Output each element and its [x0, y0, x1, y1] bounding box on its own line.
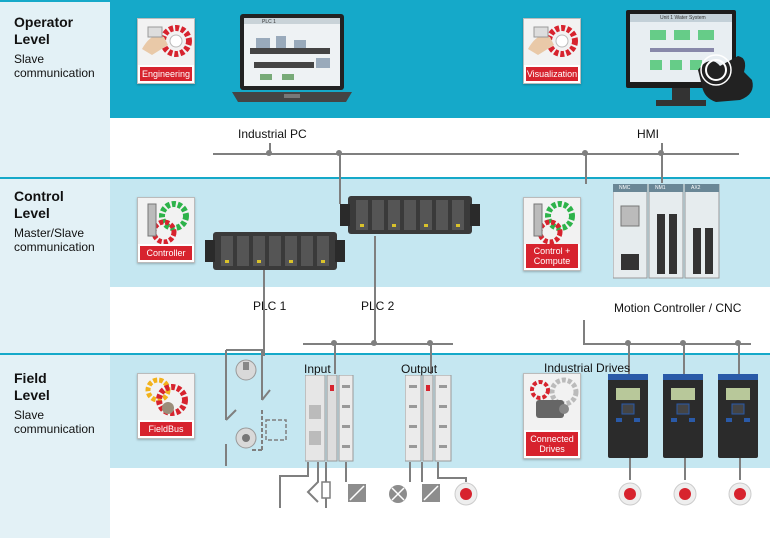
engineering-hand-gear-icon [138, 19, 194, 65]
plc2-uplink [339, 154, 341, 204]
operator-level-subtitle: Slave communication [14, 52, 95, 80]
motion-uplink [585, 154, 587, 184]
drive2-drop [683, 344, 685, 374]
visualization-label: Visualization [526, 67, 578, 81]
engineering-label: Engineering [140, 67, 192, 81]
pc-screen-title: PLC 1 [262, 19, 276, 25]
plc2-rack-icon [340, 196, 480, 234]
bus-node [625, 340, 631, 346]
bus-node [680, 340, 686, 346]
io-field-devices [279, 462, 478, 508]
bus-node [427, 340, 433, 346]
bus-node [582, 150, 588, 156]
hmi-monitor-icon [626, 10, 753, 106]
separator [0, 353, 770, 355]
operator-bus [213, 153, 739, 155]
motion-module-2: NM1 [655, 185, 666, 191]
input-module-icon [305, 375, 354, 462]
fieldbus-gears-icon [138, 374, 194, 420]
output-label: Output [401, 362, 438, 376]
bus-node [658, 150, 664, 156]
industrial-pc-label: Industrial PC [238, 127, 307, 141]
drives-icon [608, 374, 758, 458]
motion-module-3: AX2 [691, 185, 701, 191]
connected-drives-motor-icon [524, 374, 580, 430]
field-level-title: Field Level [14, 370, 50, 403]
fieldbus-badge: FieldBus [137, 373, 195, 439]
bus-node [371, 340, 377, 346]
hmi-screen-title: Unit 1 Water System [660, 15, 706, 21]
output-drop [430, 344, 432, 374]
fieldbus-label: FieldBus [140, 422, 192, 436]
field-level-subtitle: Slave communication [14, 408, 95, 436]
operator-level-title: Operator Level [14, 14, 74, 47]
control-compute-gears-icon [524, 198, 580, 244]
level-column [0, 0, 110, 538]
bus-node [331, 340, 337, 346]
drive3-drop [738, 344, 740, 374]
bus-node [336, 150, 342, 156]
input-drop [334, 344, 336, 374]
pc-drop [269, 143, 271, 154]
industrial-drives-label: Industrial Drives [544, 361, 631, 375]
controller-badge: Controller [137, 197, 195, 263]
hmi-drop [661, 143, 663, 183]
control-level-subtitle: Master/Slave communication [14, 226, 95, 254]
control-compute-label: Control + Compute [526, 244, 578, 268]
plc1-field-wiring [225, 349, 287, 466]
control-compute-badge: Control + Compute [523, 197, 581, 271]
visualization-badge: Visualization [523, 18, 581, 84]
output-module-icon [405, 375, 452, 462]
plc1-drop [263, 270, 265, 356]
input-label: Input [304, 362, 331, 376]
connected-drives-label: Connected Drives [526, 432, 578, 456]
controller-label: Controller [140, 246, 192, 260]
drive1-drop [628, 344, 630, 374]
controller-gears-icon [138, 198, 194, 244]
motion-drop [583, 320, 585, 344]
motion-controller-label: Motion Controller / CNC [614, 301, 742, 315]
engineering-badge: Engineering [137, 18, 195, 84]
separator [0, 177, 770, 179]
plc2-drop [374, 236, 376, 344]
motion-module-1: NMC [619, 185, 631, 191]
plc1-rack-icon [205, 232, 345, 270]
laptop-icon [232, 14, 352, 102]
connected-drives-badge: Connected Drives [523, 373, 581, 459]
motion-controller-icon [613, 184, 720, 279]
visualization-hand-gear-icon [524, 19, 580, 65]
drives-bus [583, 343, 751, 345]
control-level-title: Control Level [14, 188, 64, 221]
plc1-label: PLC 1 [253, 299, 287, 313]
io-bus [303, 343, 453, 345]
bus-node [735, 340, 741, 346]
hmi-label: HMI [637, 127, 659, 141]
bus-node [266, 150, 272, 156]
drive-motors [618, 458, 752, 506]
plc2-label: PLC 2 [361, 299, 395, 313]
